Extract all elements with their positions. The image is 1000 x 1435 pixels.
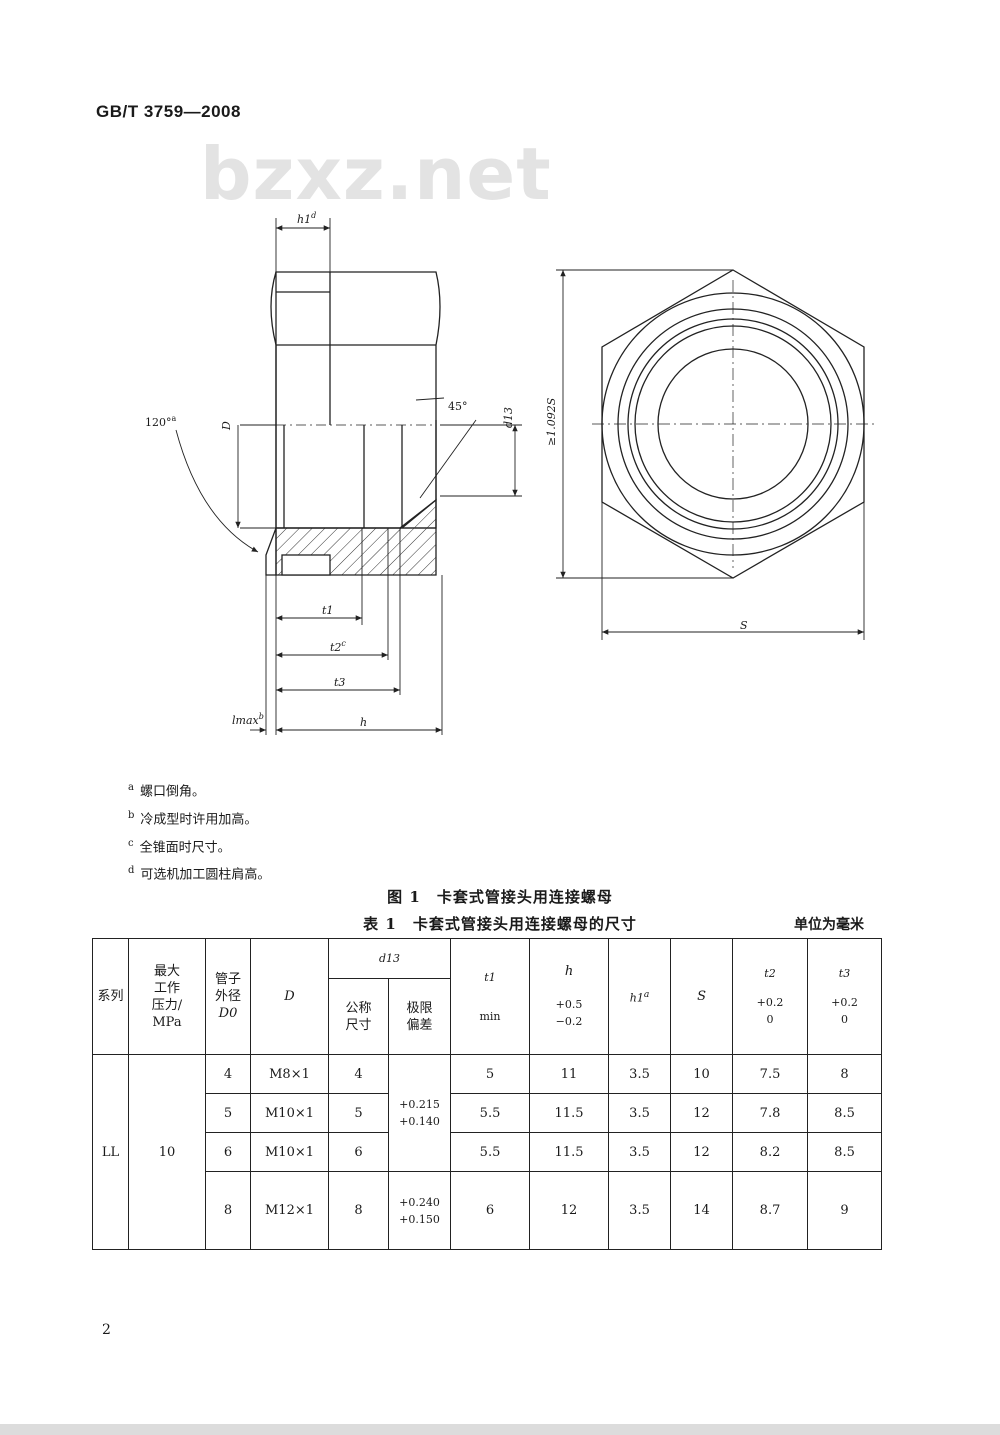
t1-label: t1 (322, 604, 333, 617)
standard-code: GB/T 3759—2008 (96, 102, 241, 121)
side-dimensions (175, 218, 522, 735)
nut-outline (265, 271, 441, 576)
header-series: 系列 (92, 938, 129, 1055)
unit-note: 单位为毫米 (794, 917, 864, 933)
page-number: 2 (102, 1322, 111, 1338)
front-view (592, 269, 874, 579)
h1-label: h1d (297, 211, 316, 226)
header-S: S (670, 938, 734, 1055)
table-caption: 表 1 卡套式管接头用连接螺母的尺寸 (363, 915, 637, 933)
header-h: h+0.5−0.2 (529, 938, 610, 1055)
d13-label: d13 (502, 407, 515, 428)
angle-45-label: 45° (448, 400, 468, 413)
header-max-pressure: 最大工作 压力/MPa (128, 938, 206, 1055)
cell-series: LL (92, 1054, 129, 1250)
D-label: D (220, 421, 233, 431)
header-d13-nominal: 公称尺寸 (328, 978, 389, 1055)
header-d13-tolerance: 极限偏差 (387, 978, 452, 1055)
cell-max-pressure: 10 (128, 1054, 206, 1250)
header-D: D (250, 938, 329, 1055)
S-label: S (740, 619, 748, 632)
technical-drawing: h1d 120°a D 45° d13 t1 t2c t3 lmaxb h ≥1… (145, 211, 874, 735)
t3-label: t3 (334, 676, 345, 689)
header-h1: h1a (608, 938, 672, 1055)
angle-120-label: 120°a (145, 414, 177, 429)
t2-label: t2c (330, 639, 346, 654)
figure-caption: 图 1 卡套式管接头用连接螺母 (387, 888, 613, 906)
across-corners-label: ≥1.092S (545, 397, 558, 446)
cell-tolerance-group-2: +0.240+0.150 (387, 1171, 452, 1250)
lmax-label: lmaxb (232, 712, 264, 727)
front-dimensions (556, 269, 865, 640)
h-label: h (360, 716, 367, 729)
header-tube-od: 管子外径 D0 (205, 938, 251, 1055)
scan-edge (0, 1424, 1000, 1435)
cell-tolerance-group-1: +0.215+0.140 (387, 1054, 452, 1172)
side-view (265, 271, 441, 576)
side-labels: h1d 120°a D 45° d13 t1 t2c t3 lmaxb h (145, 211, 515, 729)
watermark: bzxz.net (200, 132, 552, 216)
header-d13: d13 (327, 938, 452, 979)
